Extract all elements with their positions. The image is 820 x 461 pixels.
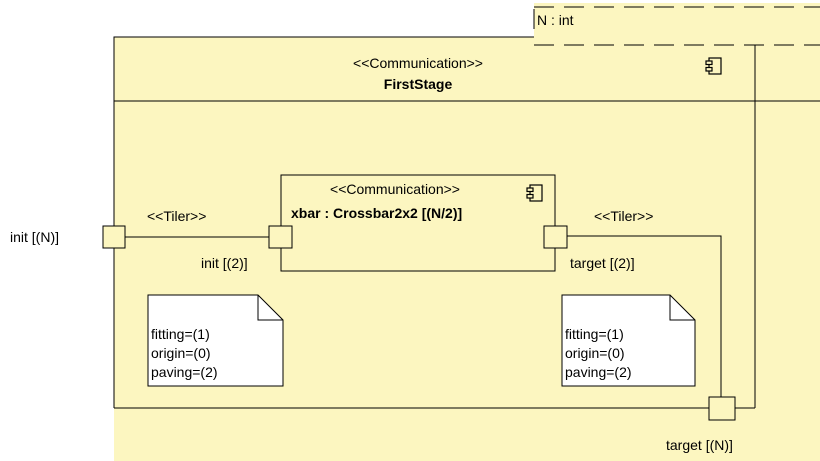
note-left-line-paving: paving=(2)	[151, 364, 218, 380]
note-left-shape[interactable]	[147, 294, 284, 387]
inner-part-frame[interactable]	[280, 174, 556, 272]
note-left-fold	[257, 295, 283, 321]
outer-init-port[interactable]	[102, 225, 126, 249]
note-left-line-fitting: fitting=(1)	[151, 326, 210, 342]
left-connector-stereotype: <<Tiler>>	[147, 208, 207, 224]
inner-init-port[interactable]	[268, 225, 293, 249]
right-connector-stereotype: <<Tiler>>	[594, 208, 654, 224]
template-parameter-label: N : int	[537, 12, 574, 28]
outer-target-port[interactable]	[708, 396, 736, 421]
right-tiler-connector[interactable]	[567, 235, 722, 397]
inner-part-name: xbar : Crossbar2x2 [(N/2)]	[291, 205, 463, 221]
note-right-fold	[669, 295, 695, 321]
note-left-line-origin: origin=(0)	[151, 345, 211, 361]
outer-init-port-label: init [(N)]	[10, 229, 59, 245]
outer-stereotype: <<Communication>>	[353, 55, 483, 71]
inner-init-port-label: init [(2)]	[201, 255, 248, 271]
template-parameter-box[interactable]	[534, 3, 820, 45]
inner-target-port-label: target [(2)]	[570, 255, 635, 271]
outer-component-icon	[705, 57, 722, 75]
outer-component-border	[113, 36, 534, 408]
outer-component-name: FirstStage	[383, 76, 453, 92]
inner-stereotype: <<Communication>>	[330, 181, 460, 197]
inner-target-port[interactable]	[543, 225, 568, 249]
note-right-line-paving: paving=(2)	[565, 364, 632, 380]
inner-component-icon	[526, 184, 543, 202]
note-right-line-origin: origin=(0)	[565, 345, 625, 361]
note-right-shape[interactable]	[561, 294, 696, 387]
outer-target-port-label: target [(N)]	[666, 437, 733, 453]
note-right-line-fitting: fitting=(1)	[565, 326, 624, 342]
